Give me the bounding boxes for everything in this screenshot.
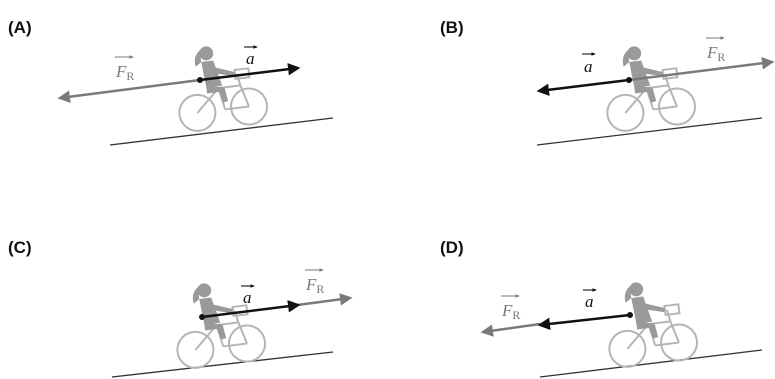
- fr-subscript: R: [717, 50, 725, 64]
- fr-label: FR: [115, 55, 134, 83]
- acceleration-arrow: [201, 300, 301, 319]
- cyclist-figure: [176, 283, 267, 369]
- fr-subscript: R: [126, 69, 134, 83]
- resultant-force-arrow: [289, 293, 353, 308]
- a-label: a: [241, 284, 255, 307]
- panel-c: a FR: [111, 268, 353, 378]
- cyclist-figure: [606, 46, 697, 132]
- slope-line: [539, 349, 763, 378]
- slope-line: [111, 351, 334, 378]
- slope-line: [109, 117, 334, 146]
- a-symbol: a: [584, 57, 593, 76]
- svg-text:FR: FR: [305, 275, 324, 296]
- a-symbol: a: [585, 292, 594, 311]
- center-of-mass-dot: [626, 77, 632, 83]
- panel-label-d: (D): [440, 238, 464, 257]
- a-label: a: [582, 52, 596, 76]
- fr-symbol: F: [706, 43, 718, 62]
- a-label: a: [583, 288, 597, 311]
- rider-icon: [622, 46, 663, 103]
- slope-line: [536, 117, 763, 146]
- center-of-mass-dot: [199, 314, 205, 320]
- fr-subscript: R: [512, 308, 520, 322]
- a-symbol: a: [243, 288, 252, 307]
- fr-label: FR: [501, 294, 520, 322]
- a-symbol: a: [246, 49, 255, 68]
- fr-symbol: F: [305, 275, 317, 294]
- svg-text:FR: FR: [115, 62, 134, 83]
- acceleration-arrow: [537, 313, 631, 331]
- resultant-force-arrow: [628, 57, 775, 82]
- acceleration-arrow: [199, 63, 301, 82]
- acceleration-arrow: [536, 78, 630, 96]
- rider-icon: [194, 46, 235, 103]
- panel-label-b: (B): [440, 18, 464, 37]
- fr-label: FR: [305, 268, 324, 296]
- svg-text:FR: FR: [706, 43, 725, 64]
- rider-icon: [624, 282, 665, 339]
- panel-label-a: (A): [8, 18, 32, 37]
- center-of-mass-dot: [197, 77, 203, 83]
- rider-icon: [192, 283, 233, 340]
- fr-subscript: R: [316, 282, 324, 296]
- fr-symbol: F: [115, 62, 127, 81]
- bicycle-icon: [608, 303, 699, 368]
- resultant-force-arrow: [480, 322, 541, 337]
- panel-d: FR a: [480, 282, 763, 378]
- center-of-mass-dot: [627, 312, 633, 318]
- fr-label: FR: [706, 36, 725, 64]
- cyclist-figure: [178, 46, 269, 132]
- svg-text:FR: FR: [501, 301, 520, 322]
- a-label: a: [244, 45, 258, 68]
- panel-a: FR a: [57, 45, 334, 146]
- cyclist-figure: [608, 282, 699, 368]
- panel-label-c: (C): [8, 238, 32, 257]
- fr-symbol: F: [501, 301, 513, 320]
- resultant-force-arrow: [57, 78, 201, 103]
- panel-b: a FR: [536, 36, 775, 146]
